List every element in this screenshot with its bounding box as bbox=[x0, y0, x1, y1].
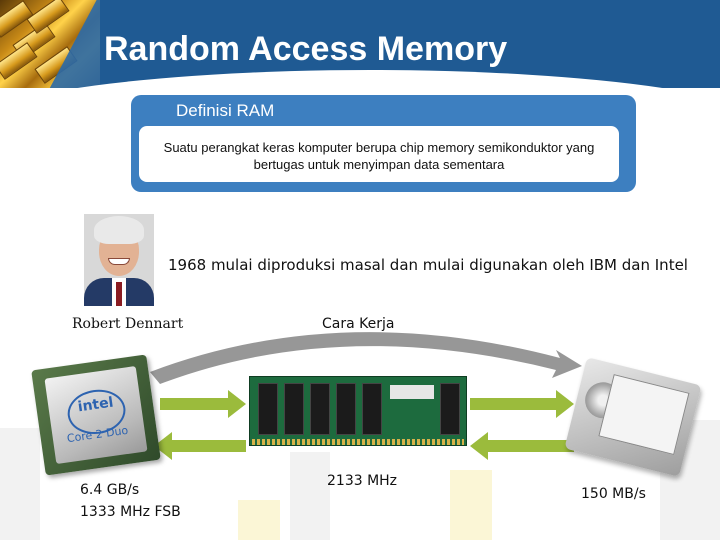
background-tile bbox=[290, 452, 330, 540]
process-label: Cara Kerja bbox=[322, 316, 395, 332]
ram-speed-text: 2133 MHz bbox=[327, 473, 398, 489]
hard-drive-image bbox=[564, 357, 702, 477]
definition-inner-panel bbox=[139, 126, 619, 182]
hdd-speed-text: 150 MB/s bbox=[581, 486, 646, 502]
person-portrait bbox=[84, 214, 154, 306]
ram-module-image bbox=[249, 376, 467, 446]
history-text: 1968 mulai diproduksi masal dan mulai di… bbox=[168, 256, 688, 274]
slide-title: Random Access Memory bbox=[104, 30, 508, 68]
arrow-left-icon bbox=[470, 432, 574, 460]
arrow-right-icon bbox=[470, 390, 574, 418]
slide-header: Random Access Memory bbox=[0, 0, 720, 88]
definition-heading: Definisi RAM bbox=[176, 101, 275, 120]
cpu-bandwidth-text: 6.4 GB/s bbox=[80, 482, 140, 498]
background-tile bbox=[0, 428, 40, 540]
definition-text: Suatu perangkat keras komputer berupa ch… bbox=[163, 140, 595, 172]
cpu-image: intel Core 2 Duo bbox=[31, 354, 161, 476]
background-tile bbox=[238, 500, 280, 540]
gold-bars-image bbox=[0, 0, 100, 88]
header-curve bbox=[0, 70, 720, 88]
arrow-left-icon bbox=[154, 432, 246, 460]
background-tile bbox=[450, 470, 492, 540]
cpu-fsb-text: 1333 MHz FSB bbox=[80, 504, 181, 520]
arrow-right-icon bbox=[160, 390, 246, 418]
person-name: Robert Dennart bbox=[72, 316, 184, 332]
